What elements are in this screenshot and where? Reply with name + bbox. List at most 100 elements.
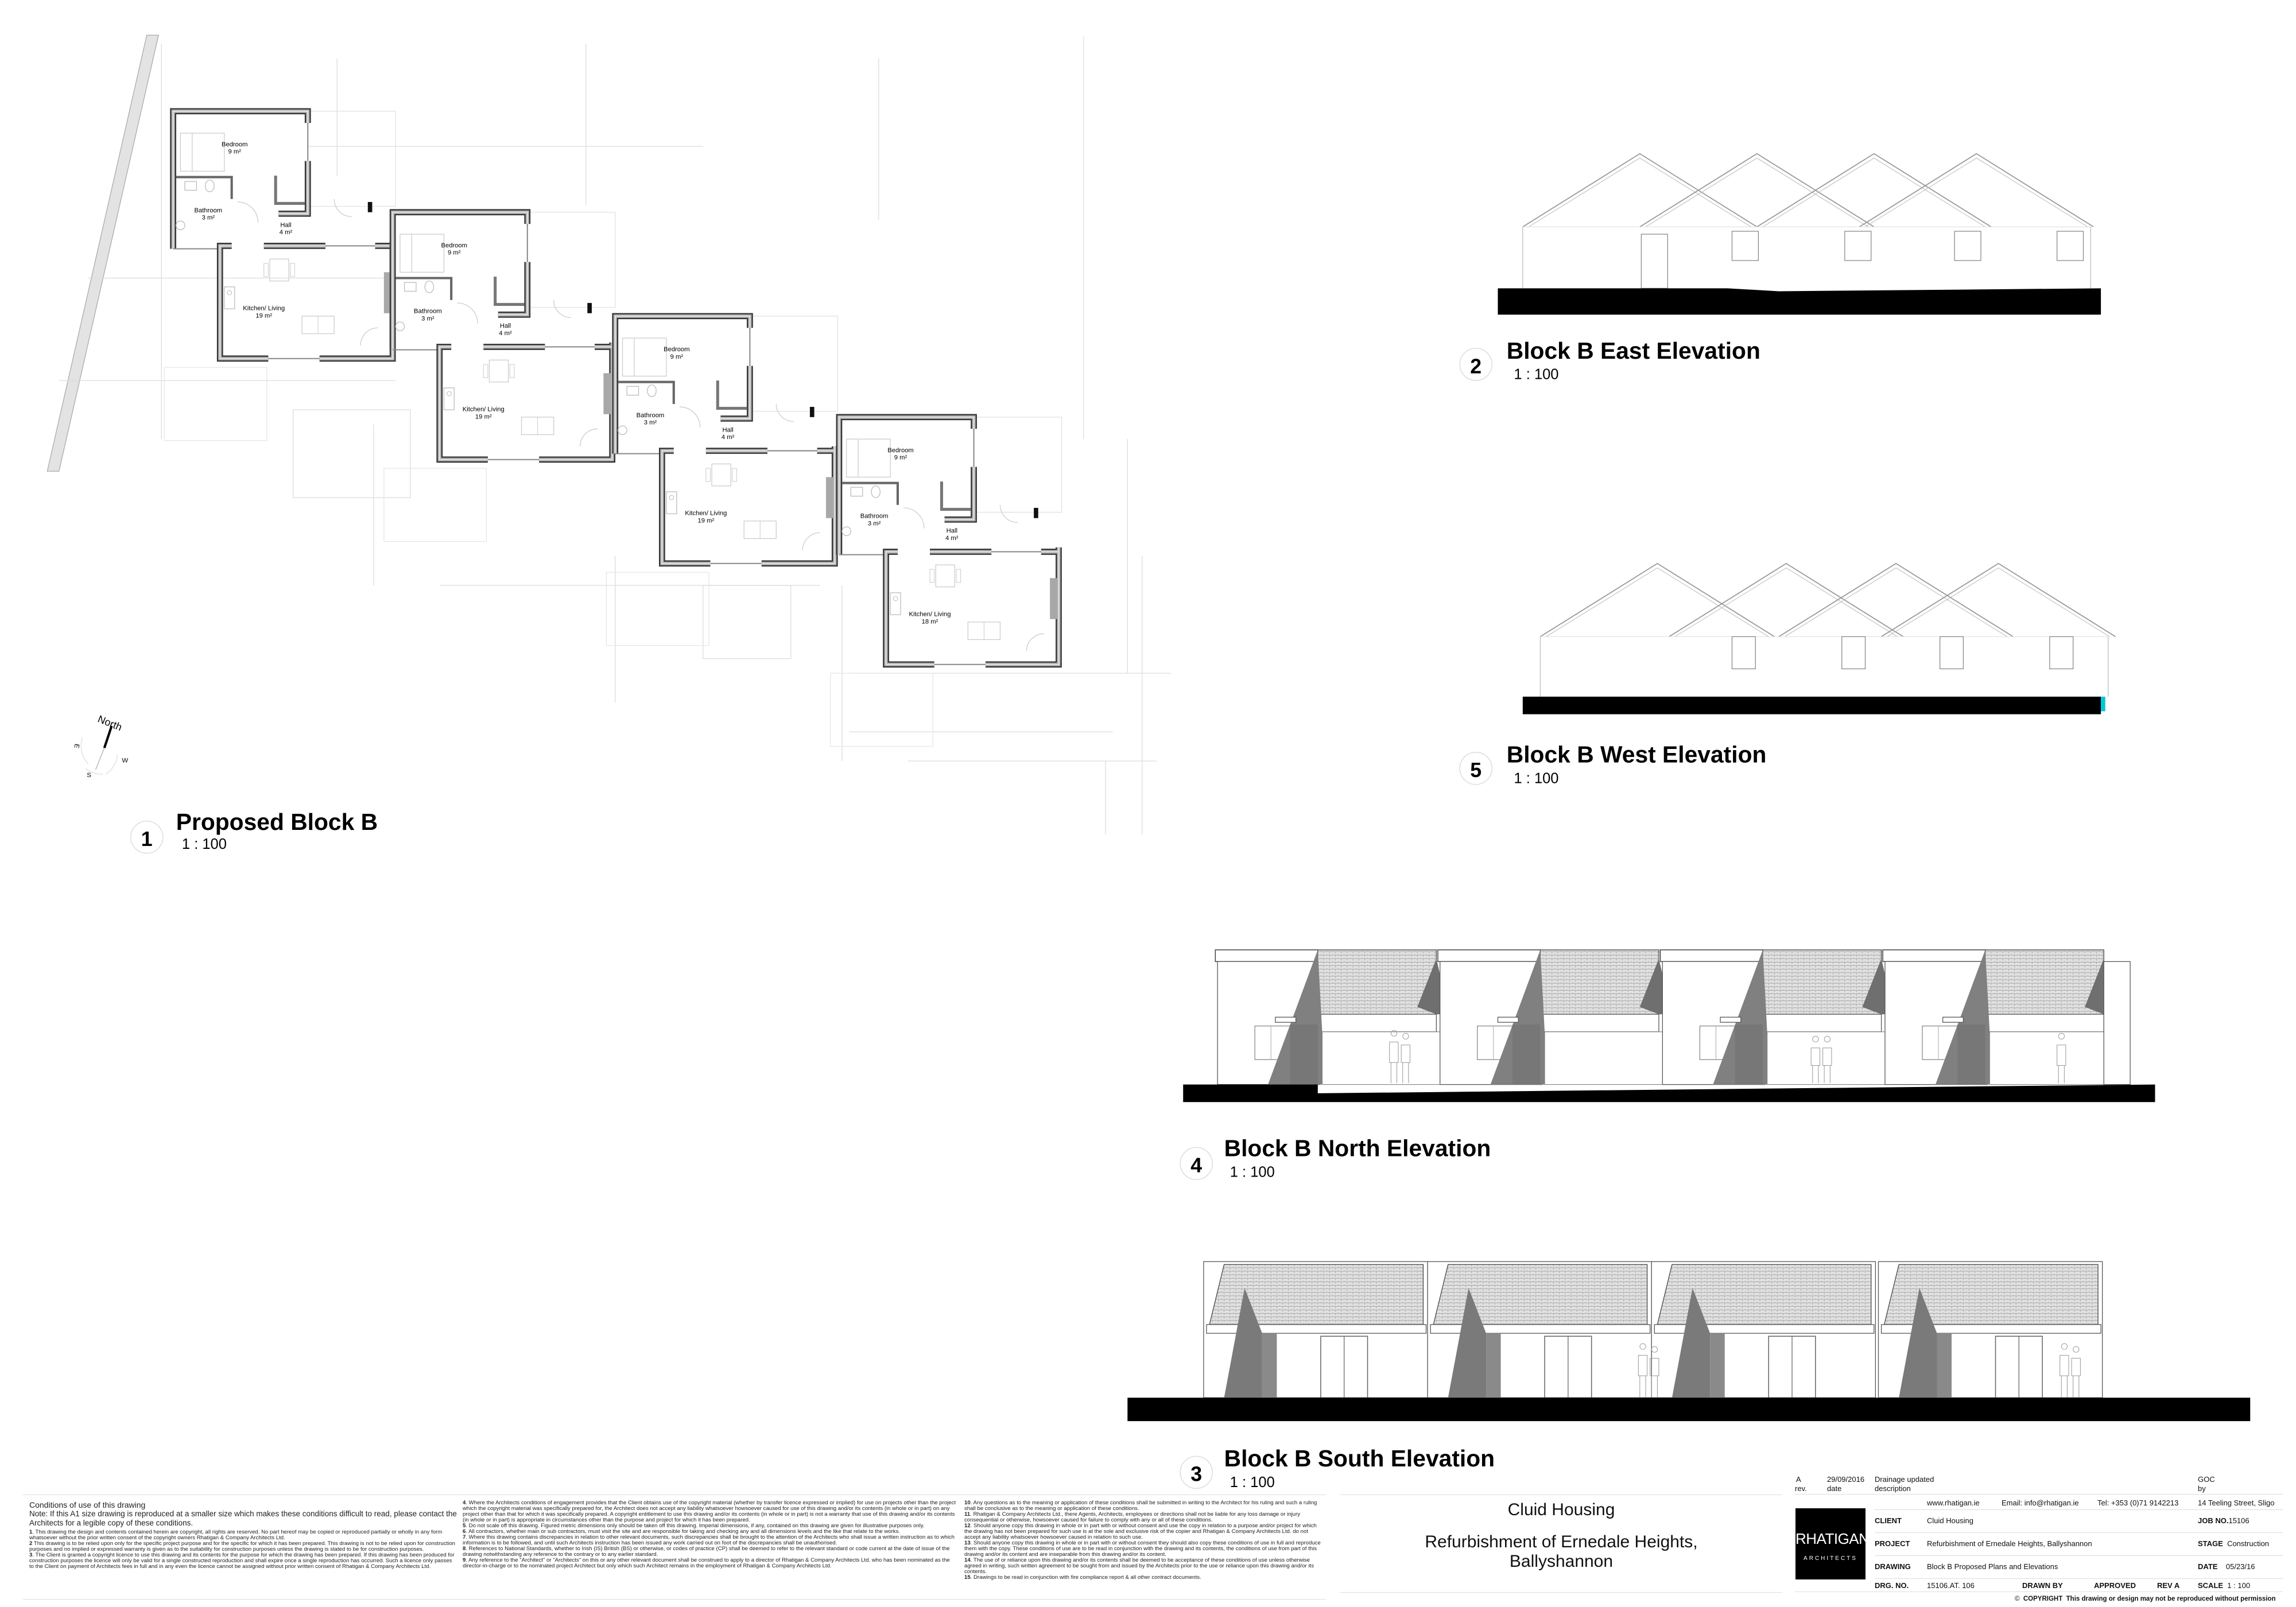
revision-description: Drainage updated (1875, 1475, 1934, 1484)
drawing-number-label: DRG. NO. (1875, 1581, 1909, 1590)
north-arrow-compass: North E W S (72, 713, 128, 779)
room-area: 18 m² (922, 618, 938, 625)
conditions-column-2: 4. Where the Architects conditions of en… (463, 1500, 960, 1569)
condition-item: 2 This drawing is to be relied upon only… (29, 1540, 455, 1552)
scale-figures (1389, 1030, 2066, 1084)
room-name: Bathroom (860, 513, 889, 520)
website-link[interactable]: www.rhatigan.ie (1927, 1499, 1980, 1507)
scale: SCALE 1 : 100 (2198, 1581, 2251, 1590)
room-name: Bathroom (195, 207, 223, 214)
compass-south-label: S (87, 772, 91, 779)
compass-west-label: W (122, 758, 128, 764)
divider (1875, 1532, 2283, 1533)
revision-by: GOC (2198, 1475, 2215, 1484)
conditions-note: Note: If this A1 size drawing is reprodu… (29, 1509, 457, 1527)
email-link[interactable]: Email: info@rhatigan.ie (2002, 1499, 2079, 1507)
client-label: CLIENT (1875, 1516, 1902, 1525)
ground-line (1522, 696, 2101, 715)
project-name-line-2: Ballyshannon (1509, 1552, 1614, 1571)
condition-item: 1. This drawing the design and contents … (29, 1529, 443, 1541)
south-elevation: 3 Block B South Elevation 1 : 100 (1127, 1260, 2251, 1490)
conditions-column-3: 10. Any questions as to the meaning or a… (964, 1500, 1323, 1581)
view-number: 3 (1190, 1463, 1202, 1486)
client-value: Cluid Housing (1927, 1516, 1973, 1525)
room-name: Hall (500, 323, 511, 329)
condition-item: 14. The use of or reliance upon this dra… (964, 1557, 1314, 1575)
condition-item: 10. Any questions as to the meaning or a… (964, 1500, 1317, 1512)
rev-header: rev. (1795, 1484, 1807, 1493)
site-context-lines (46, 34, 1172, 834)
scale-figures (1638, 1343, 2081, 1398)
job-number: JOB NO.15106 (2198, 1516, 2250, 1525)
view-scale: 1 : 100 (1514, 770, 1559, 786)
view-title: Block B North Elevation (1224, 1135, 1491, 1162)
condition-item: 7. Where this drawing contains discrepan… (463, 1534, 955, 1546)
room-name: Bedroom (887, 447, 914, 454)
room-name: Bedroom (441, 242, 467, 249)
copyright-icon: © (2015, 1596, 2020, 1602)
condition-item: 4. Where the Architects conditions of en… (463, 1500, 956, 1523)
room-area: 9 m² (894, 455, 907, 461)
room-area: 4 m² (280, 229, 293, 236)
divider (1795, 1494, 2283, 1495)
drawing-value: Block B Proposed Plans and Elevations (1927, 1562, 2058, 1571)
condition-item: 15. Drawings to be read in conjunction w… (964, 1574, 1201, 1581)
condition-item: 5. Do not scale off this drawing. Figure… (463, 1523, 925, 1529)
room-area: 4 m² (722, 434, 735, 441)
view-title: Proposed Block B (176, 809, 378, 835)
east-elevation: 2 Block B East Elevation 1 : 100 (1459, 153, 2101, 382)
drawing-number: 15106.AT. 106 (1927, 1581, 1975, 1590)
room-area: 3 m² (868, 520, 881, 527)
rhatigan-architects-logo: RHATIGAN ARCHITECTS (1795, 1508, 1870, 1579)
view-title-plan: 1 Proposed Block B 1 : 100 (130, 809, 378, 854)
divider (1875, 1509, 2283, 1510)
project-panel: Cluid Housing Refurbishment of Ernedale … (1340, 1495, 1782, 1592)
room-name: Kitchen/ Living (685, 510, 727, 517)
room-area: 9 m² (448, 250, 461, 257)
drawing-label: DRAWING (1875, 1562, 1911, 1571)
revision-date: 29/09/2016 (1827, 1475, 1865, 1484)
divider (1340, 1592, 1782, 1593)
room-area: 19 m² (475, 413, 492, 420)
project-label: PROJECT (1875, 1539, 1910, 1548)
view-title: Block B South Elevation (1224, 1445, 1495, 1472)
view-number: 5 (1470, 759, 1481, 782)
north-elevation: 4 Block B North Elevation 1 : 100 (1180, 949, 2155, 1180)
room-name: Bathroom (414, 308, 442, 315)
project-name-line-1: Refurbishment of Ernedale Heights, (1425, 1532, 1698, 1551)
room-name: Kitchen/ Living (463, 406, 505, 413)
by-header: by (2198, 1484, 2206, 1493)
ground-line (1498, 288, 2101, 315)
room-name: Kitchen/ Living (243, 305, 285, 312)
divider (1875, 1555, 2283, 1556)
condition-item: 12. Should anyone copy this drawing in w… (964, 1523, 1317, 1540)
west-elevation: 5 Block B West Elevation 1 : 100 (1459, 562, 2116, 786)
condition-item: 13. Should anyone copy this drawing in w… (964, 1540, 1321, 1558)
conditions-column-1: Conditions of use of this drawing Note: … (29, 1500, 457, 1570)
room-area: 3 m² (644, 420, 657, 426)
view-title: Block B West Elevation (1507, 742, 1767, 768)
room-area: 9 m² (228, 149, 242, 156)
view-scale: 1 : 100 (182, 836, 227, 852)
room-area: 4 m² (945, 535, 959, 542)
room-area: 3 m² (421, 315, 435, 322)
copyright-notice: © COPYRIGHT This drawing or design may n… (2015, 1596, 2276, 1602)
date: DATE 05/23/16 (2198, 1562, 2255, 1571)
telephone: Tel: +353 (0)71 9142213 (2097, 1499, 2179, 1507)
address: 14 Teeling Street, Sligo (2198, 1499, 2275, 1507)
condition-item: 8. References to National Standards, whe… (463, 1546, 950, 1558)
view-number: 4 (1190, 1154, 1202, 1177)
divider (23, 1599, 1326, 1600)
view-number: 2 (1470, 355, 1481, 378)
room-area: 4 m² (499, 330, 512, 337)
view-title: Block B East Elevation (1507, 337, 1760, 364)
date-header: date (1827, 1484, 1842, 1493)
view-scale: 1 : 100 (1230, 1164, 1275, 1180)
conditions-heading: Conditions of use of this drawing (29, 1500, 146, 1509)
